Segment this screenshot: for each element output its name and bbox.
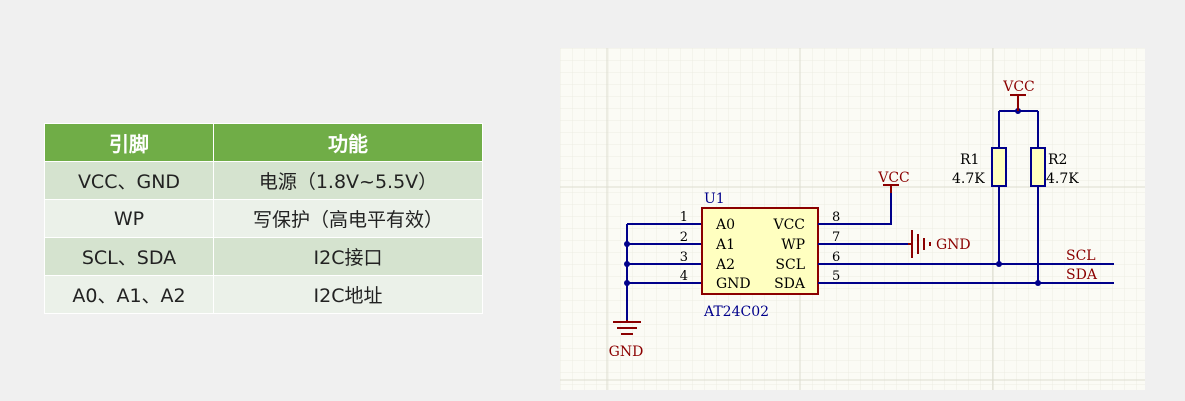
pin-name-a0: A0 bbox=[715, 217, 735, 233]
junction-dot bbox=[624, 241, 630, 247]
pin-number-4: 4 bbox=[680, 269, 688, 284]
resistor-r2-ref: R2 bbox=[1048, 152, 1067, 168]
junction-dot bbox=[624, 261, 630, 267]
pin-function-table: 引脚 功能 VCC、GND 电源（1.8V~5.5V） WP 写保护（高电平有效… bbox=[44, 123, 483, 314]
gnd-label-bottom: GND bbox=[609, 344, 644, 360]
pin-number-5: 5 bbox=[832, 269, 840, 284]
table-row: SCL、SDA I2C接口 bbox=[44, 237, 483, 276]
gnd-symbol-wp bbox=[908, 230, 931, 258]
vcc-label-top: VCC bbox=[1002, 79, 1035, 95]
gnd-symbol-bottom bbox=[613, 320, 641, 335]
eeprom-chip-body bbox=[701, 207, 819, 295]
vcc-symbol-chip bbox=[883, 184, 899, 193]
pin-number-8: 8 bbox=[832, 210, 840, 225]
pin-number-2: 2 bbox=[680, 230, 688, 245]
pin-name-a2: A2 bbox=[715, 257, 735, 273]
table-row: VCC、GND 电源（1.8V~5.5V） bbox=[44, 161, 483, 200]
table-cell-function: 写保护（高电平有效） bbox=[213, 199, 483, 238]
left-junctions bbox=[624, 241, 630, 286]
net-label-scl: SCL bbox=[1066, 248, 1096, 264]
table-row: WP 写保护（高电平有效） bbox=[44, 199, 483, 238]
schematic-grid bbox=[560, 48, 1145, 390]
table-cell-function: I2C接口 bbox=[213, 237, 483, 276]
table-cell-pin: VCC、GND bbox=[44, 161, 214, 200]
pin-name-sda: SDA bbox=[774, 276, 806, 292]
net-label-sda: SDA bbox=[1066, 267, 1098, 283]
pin-name-gnd: GND bbox=[716, 276, 751, 292]
pin-name-scl: SCL bbox=[775, 257, 805, 273]
resistor-r2-value: 4.7K bbox=[1046, 171, 1079, 187]
chip-designator: U1 bbox=[704, 191, 725, 207]
address-pin-wires bbox=[626, 223, 702, 320]
eeprom-schematic: GND U1 AT24C02 A0 A1 A2 GND 1 2 3 4 VCC … bbox=[560, 48, 1145, 390]
pin-name-a1: A1 bbox=[715, 237, 735, 253]
pin-number-1: 1 bbox=[680, 210, 688, 225]
vcc-symbol-top bbox=[1010, 94, 1026, 111]
schematic-canvas: GND U1 AT24C02 A0 A1 A2 GND 1 2 3 4 VCC … bbox=[560, 48, 1145, 390]
pin-number-6: 6 bbox=[832, 250, 840, 265]
resistor-r1-value: 4.7K bbox=[952, 171, 985, 187]
table-cell-function: 电源（1.8V~5.5V） bbox=[213, 161, 483, 200]
pin-number-3: 3 bbox=[680, 250, 688, 265]
pin-name-vcc: VCC bbox=[772, 217, 805, 233]
right-pin-wires bbox=[818, 110, 1114, 284]
table-cell-pin: WP bbox=[44, 199, 214, 238]
column-header-pin: 引脚 bbox=[44, 123, 214, 162]
table-cell-pin: A0、A1、A2 bbox=[44, 275, 214, 314]
resistor-r1 bbox=[991, 147, 1007, 187]
schematic-major-grid bbox=[560, 48, 1145, 390]
column-header-function: 功能 bbox=[213, 123, 483, 162]
resistor-r2 bbox=[1030, 147, 1046, 187]
table-header-row: 引脚 功能 bbox=[44, 123, 483, 162]
pin-number-7: 7 bbox=[832, 230, 840, 245]
table-row: A0、A1、A2 I2C地址 bbox=[44, 275, 483, 314]
gnd-label-wp: GND bbox=[936, 237, 971, 253]
chip-part-number: AT24C02 bbox=[703, 304, 769, 320]
junction-dot bbox=[996, 261, 1002, 267]
table-cell-pin: SCL、SDA bbox=[44, 237, 214, 276]
junction-dot bbox=[624, 280, 630, 286]
pin-name-wp: WP bbox=[781, 237, 805, 253]
table-cell-function: I2C地址 bbox=[213, 275, 483, 314]
vcc-label-chip: VCC bbox=[877, 170, 910, 186]
junction-dot bbox=[1035, 280, 1041, 286]
resistor-r1-ref: R1 bbox=[960, 152, 979, 168]
